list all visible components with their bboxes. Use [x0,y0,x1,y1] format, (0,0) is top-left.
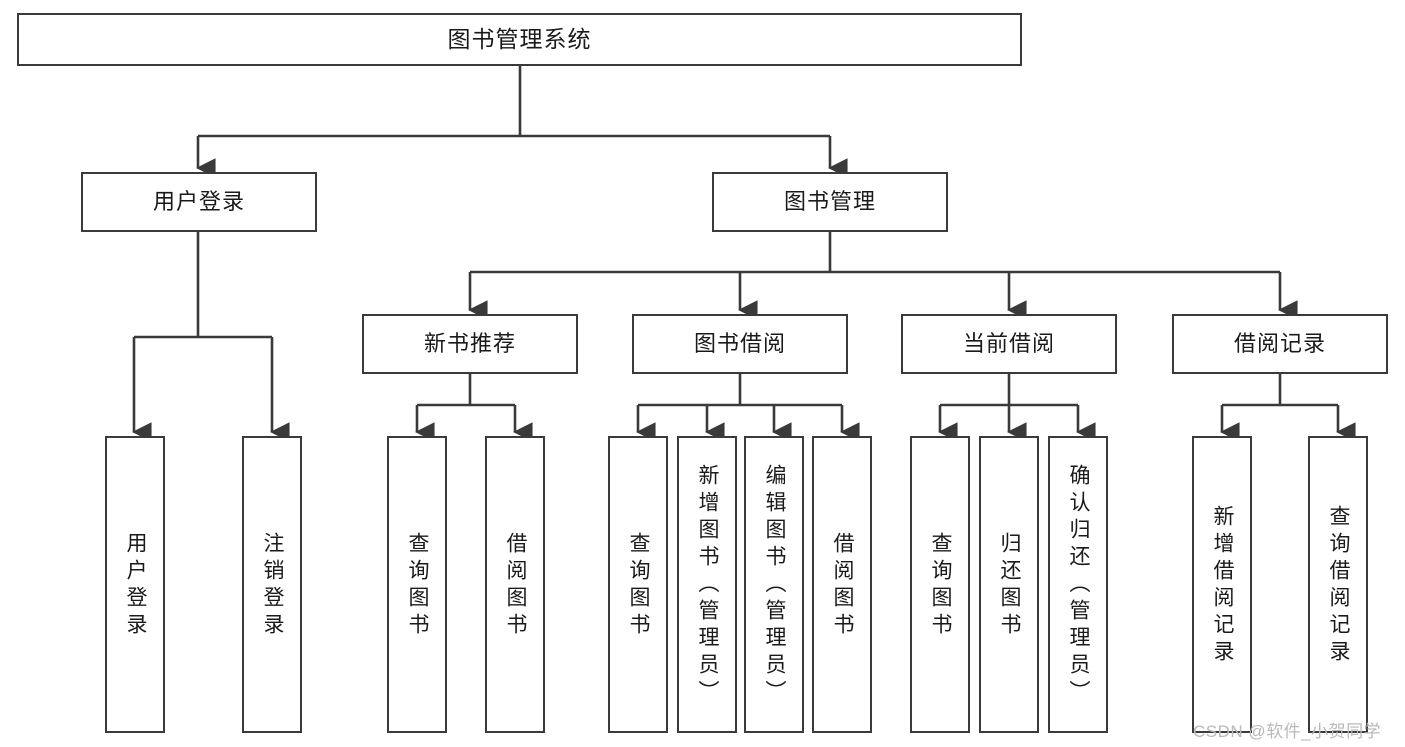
node-label: 注销登录 [261,531,285,640]
node-current-borrowing[interactable]: 当前借阅 [901,314,1117,374]
node-label: 确认归还（管理员） [1067,464,1091,707]
node-leaf-query-book-borrowing[interactable]: 查询图书 [608,436,668,733]
node-leaf-user-login[interactable]: 用户登录 [105,436,165,733]
node-label: 借阅记录 [1233,330,1326,356]
node-leaf-user-logout[interactable]: 注销登录 [242,436,302,733]
node-leaf-add-borrow-record[interactable]: 新增借阅记录 [1192,436,1252,733]
node-label: 借阅图书 [504,531,528,640]
node-leaf-query-book-current[interactable]: 查询图书 [910,436,970,733]
node-label: 图书借阅 [693,330,786,356]
node-label: 图书管理系统 [447,25,592,52]
node-label: 编辑图书（管理员） [763,464,787,707]
node-leaf-confirm-return-admin[interactable]: 确认归还（管理员） [1048,436,1108,733]
node-leaf-add-book-admin[interactable]: 新增图书（管理员） [677,436,737,733]
node-book-borrowing[interactable]: 图书借阅 [632,314,848,374]
node-leaf-borrow-book-recommendation[interactable]: 借阅图书 [485,436,545,733]
node-label: 借阅图书 [831,531,855,640]
node-label: 查询图书 [627,531,651,640]
csdn-watermark: CSDN @软件_小贺同学 [1193,722,1382,741]
node-label: 用户登录 [124,531,148,640]
node-label: 新增借阅记录 [1211,504,1235,667]
node-label: 用户登录 [152,188,245,214]
node-label: 查询借阅记录 [1327,504,1351,667]
node-label: 新书推荐 [423,330,516,356]
node-label: 图书管理 [783,188,876,214]
node-leaf-edit-book-admin[interactable]: 编辑图书（管理员） [744,436,804,733]
node-label: 查询图书 [406,531,430,640]
node-book-management[interactable]: 图书管理 [712,172,948,232]
node-label: 新增图书（管理员） [696,464,720,707]
node-label: 查询图书 [929,531,953,640]
node-leaf-borrow-book-borrowing[interactable]: 借阅图书 [812,436,872,733]
node-leaf-query-book-recommendation[interactable]: 查询图书 [387,436,447,733]
node-leaf-return-book[interactable]: 归还图书 [979,436,1039,733]
node-label: 当前借阅 [962,330,1055,356]
node-label: 归还图书 [998,531,1022,640]
node-leaf-query-borrow-record[interactable]: 查询借阅记录 [1308,436,1368,733]
node-new-book-recommendation[interactable]: 新书推荐 [362,314,578,374]
node-borrowing-record[interactable]: 借阅记录 [1172,314,1388,374]
node-root-book-management-system[interactable]: 图书管理系统 [17,13,1022,66]
node-user-login[interactable]: 用户登录 [81,172,317,232]
